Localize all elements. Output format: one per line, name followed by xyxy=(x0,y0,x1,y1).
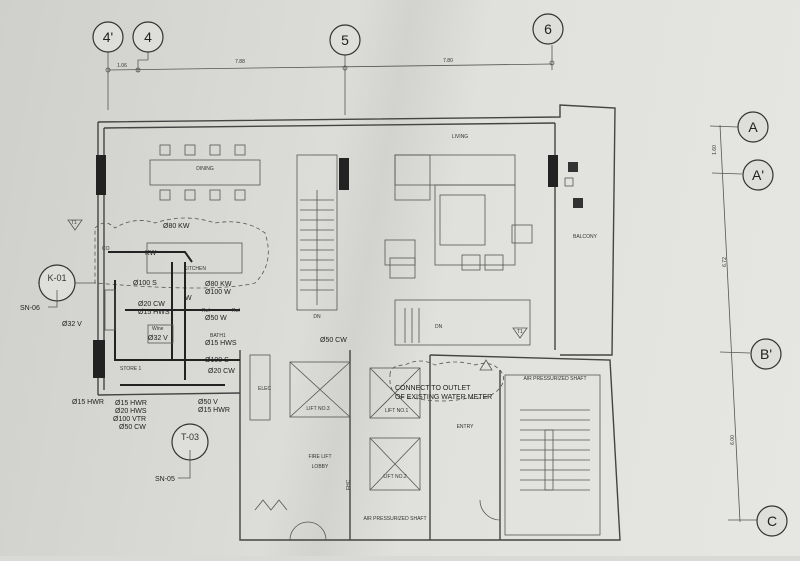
room-label-lift-1: LIFT NO.1 xyxy=(385,408,408,414)
label-ref2: Ref xyxy=(232,308,240,314)
pipe-label: Ø15 HWR xyxy=(115,400,147,407)
room-label-store: STORE 1 xyxy=(120,366,142,372)
pipe-label: Ø20 HWS xyxy=(115,408,147,415)
grid-bubble-4 xyxy=(132,21,164,53)
wall-column xyxy=(93,340,105,378)
grid-label-C: C xyxy=(767,513,777,529)
label-fhc: FHC xyxy=(346,479,352,490)
pipe-label: Ø100 S xyxy=(205,357,229,364)
pipe-label: Ø50 CW xyxy=(119,424,146,431)
dim-2: 7.88 xyxy=(235,59,245,65)
dining-area: DINING xyxy=(149,144,261,201)
pipe-label: Ø80 KW xyxy=(205,281,232,288)
label-co: CO xyxy=(102,246,110,252)
pipe-label: Ø100 VTR xyxy=(113,416,146,423)
pipe-label: Ø50 V xyxy=(198,399,218,406)
room-label-lift-2: LIFT NO.2 xyxy=(383,474,406,480)
pipe-labels: Ø80 KW Ø100 S Ø80 KW Ø100 W Ø20 CW Ø15 H… xyxy=(62,223,347,431)
label-shaft-bottom: AIR PRESSURIZED SHAFT xyxy=(363,516,426,522)
room-label-wine: Wine xyxy=(152,326,164,332)
label-ref1: Ref xyxy=(202,308,210,314)
pipe-label: Ø100 W xyxy=(205,289,231,296)
lower-stair: DN T1 xyxy=(394,299,531,346)
grid-label-4: 4 xyxy=(144,29,152,45)
pipe-label: Ø15 HWR xyxy=(198,407,230,414)
pipe-label: Ø32 V xyxy=(62,321,82,328)
pipe-label: Ø20 CW xyxy=(208,368,235,375)
lift-core: ELEC LIFT NO.3 LIFT NO.1 LIFT NO.2 FIRE … xyxy=(249,354,501,541)
pipe-label: Ø100 S xyxy=(133,280,157,287)
grid-label-6: 6 xyxy=(544,21,552,37)
tag-t03: T-03 xyxy=(181,432,199,442)
wall-column xyxy=(548,155,558,187)
tag-sn05: SN-05 xyxy=(155,476,175,483)
pipe-label: Ø80 KW xyxy=(163,223,190,230)
room-label-lobby: LOBBY xyxy=(312,464,329,470)
pipe-label: Ø15 HWS xyxy=(138,309,170,316)
wall-column xyxy=(339,158,349,190)
pipe-label: W xyxy=(185,295,192,302)
grid-bubble-B-prime xyxy=(750,338,782,370)
room-label-fire-lift: FIRE LIFT xyxy=(308,454,331,460)
grid-label-A-prime: A' xyxy=(752,167,764,183)
wall-column xyxy=(96,155,106,195)
dim-1: 1.06 xyxy=(117,63,127,69)
pipe-label: Ø50 W xyxy=(205,315,227,322)
dim-row-3: 6.00 xyxy=(730,435,736,445)
central-stair: DN xyxy=(296,154,338,320)
grid-bubble-6 xyxy=(532,13,564,45)
dim-row-2: 6.72 xyxy=(722,257,728,267)
label-shaft-top: AIR PRESSURIZED SHAFT xyxy=(523,376,586,382)
note-line-2: OF EXISTING WATER METER xyxy=(395,394,492,401)
room-label-entry: ENTRY xyxy=(457,424,475,430)
room-label-living: LIVING xyxy=(452,134,469,140)
grid-label-B-prime: B' xyxy=(760,346,772,362)
room-label-balcony: BALCONY xyxy=(573,234,598,240)
pipe-label: Ø15 HWR xyxy=(72,399,104,406)
kitchen-area: KITCHEN CO Wine STORE 1 BATH1 Ref Ref T1 xyxy=(67,217,269,386)
grid-bubble-A xyxy=(737,111,769,143)
note-cloud: CONNECT TO OUTLET OF EXISTING WATER METE… xyxy=(389,359,504,402)
walls xyxy=(93,104,621,541)
room-label-dining: DINING xyxy=(196,166,214,172)
living-area: LIVING BALCONY xyxy=(384,134,598,279)
stair-dn-label: DN xyxy=(313,314,321,320)
room-label-elec: ELEC xyxy=(258,386,271,392)
pipe-label: Ø32 V xyxy=(148,335,168,342)
dim-row-1: 1.60 xyxy=(712,145,718,155)
tag-sn06: SN-06 xyxy=(20,305,40,312)
tag-t1-right: T1 xyxy=(517,329,523,335)
room-label-bath: BATH1 xyxy=(210,333,226,339)
grid-bubble-C xyxy=(756,505,788,537)
stair-dn-label-2: DN xyxy=(435,324,443,330)
equipment-tags: K-01 SN-06 T-03 SN-05 xyxy=(20,264,209,483)
grid-bubble-5 xyxy=(329,24,361,56)
grid-label-A: A xyxy=(748,119,758,135)
pipe-label: Ø50 CW xyxy=(320,337,347,344)
note-line-1: CONNECT TO OUTLET xyxy=(395,385,471,392)
pipe-label: Ø15 HWS xyxy=(205,340,237,347)
grid-bubble-4-prime xyxy=(92,21,124,53)
room-label-lift-3: LIFT NO.3 xyxy=(306,406,329,412)
grid-label-5: 5 xyxy=(341,32,349,48)
row-grid: A A' B' C 1.60 6.72 6.00 xyxy=(709,111,788,537)
dim-3: 7.80 xyxy=(443,58,453,64)
pipe-label: Ø20 CW xyxy=(138,301,165,308)
pipe-label: KW xyxy=(145,250,157,257)
column-grid: 4' 4 5 6 1.06 7.88 7.80 xyxy=(92,13,564,115)
right-stair: AIR PRESSURIZED SHAFT xyxy=(504,374,601,536)
room-label-kitchen: KITCHEN xyxy=(184,266,206,272)
grid-bubble-A-prime xyxy=(742,159,774,191)
tag-t1-left: T1 xyxy=(71,220,77,226)
tag-k01: K-01 xyxy=(47,273,66,283)
grid-label-4-prime: 4' xyxy=(103,29,113,45)
